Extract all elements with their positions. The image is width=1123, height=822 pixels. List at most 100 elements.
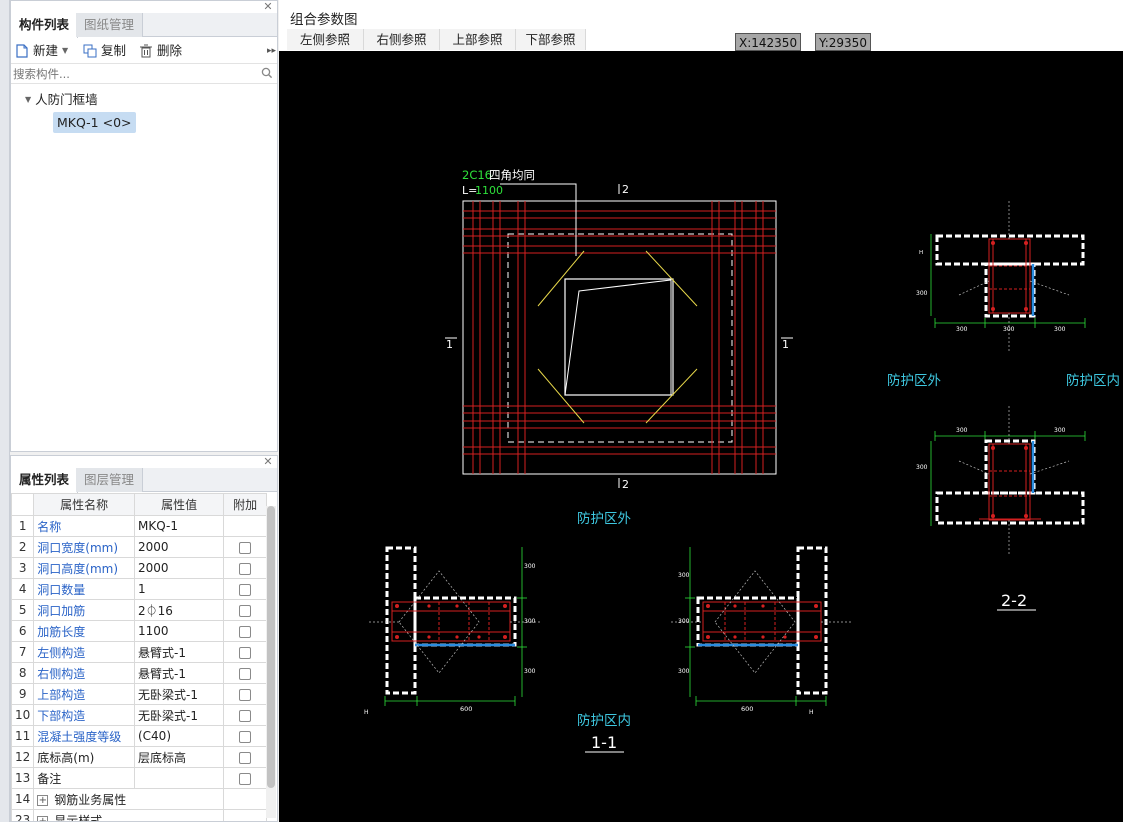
section-mark-1-left: 1 [446,338,453,351]
extra-checkbox[interactable] [239,541,252,554]
row-property-value[interactable]: 悬臂式-1 [133,662,225,684]
copy-button[interactable]: 复制 [83,42,126,60]
row-property-value[interactable]: 1 [133,578,225,600]
expand-icon[interactable]: + [37,815,49,821]
search-icon[interactable] [261,67,273,79]
row-extra[interactable] [223,746,267,768]
drawing-svg[interactable]: 2C16 四角均同 L= 1100 2 2 1 1 防护区外 [279,51,1123,822]
tab-left-reference[interactable]: 左侧参照 [287,29,364,50]
extra-checkbox[interactable] [239,730,252,743]
section-2-2-bottom: 300 300 300 2-2 [916,406,1086,611]
row-index: 8 [11,662,35,684]
row-property-value[interactable]: (C40) [133,725,225,747]
dropdown-arrow-icon[interactable]: ▼ [62,46,69,55]
row-property-name: 混凝土强度等级 [33,725,135,747]
close-icon[interactable]: ✕ [263,455,273,468]
row-property-name: 备注 [33,767,135,789]
scrollbar-thumb[interactable] [267,506,275,788]
delete-button[interactable]: 删除 [139,42,182,60]
extra-checkbox[interactable] [239,667,252,680]
row-extra[interactable] [223,599,267,621]
extra-checkbox[interactable] [239,772,252,785]
row-property-value[interactable]: 无卧梁式-1 [133,704,225,726]
extra-checkbox[interactable] [239,562,252,575]
row-extra[interactable] [223,725,267,747]
new-button[interactable]: 新建 ▼ [15,42,68,60]
row-property-value[interactable]: 悬臂式-1 [133,641,225,663]
table-row[interactable]: 23+显示样式 [11,809,267,821]
extra-checkbox[interactable] [239,646,252,659]
tab-bottom-reference[interactable]: 下部参照 [516,29,586,50]
tree-group-label: 人防门框墙 [35,92,98,107]
tab-drawing-manage[interactable]: 图纸管理 [76,13,144,37]
rebar-note-text: 2C16 [462,168,492,182]
tree-group-node[interactable]: ▼ 人防门框墙 [25,91,98,109]
coord-y-readout: Y:29350 [815,33,871,51]
header-index [11,493,35,516]
row-property-value[interactable]: 2⏀16 [133,599,225,621]
tab-right-reference[interactable]: 右侧参照 [364,29,440,50]
row-property-value[interactable]: 层底标高 [133,746,225,768]
tab-layer-manage[interactable]: 图层管理 [76,468,144,492]
row-property-value[interactable] [133,767,225,789]
row-extra[interactable] [223,536,267,558]
row-extra[interactable] [223,578,267,600]
property-scrollbar[interactable] [266,506,276,818]
row-group[interactable]: +显示样式 [33,809,225,821]
row-property-value[interactable]: 2000 [133,536,225,558]
row-extra[interactable] [223,662,267,684]
row-property-value[interactable]: 无卧梁式-1 [133,683,225,705]
extra-checkbox[interactable] [239,709,252,722]
close-icon[interactable]: ✕ [263,0,273,13]
row-extra[interactable] [223,515,267,537]
row-group[interactable]: +钢筋业务属性 [33,788,225,810]
row-extra[interactable] [223,704,267,726]
dim-300-j: 300 [1054,326,1066,333]
tab-component-list[interactable]: 构件列表 [11,13,79,38]
copy-button-label: 复制 [101,43,127,58]
extra-checkbox[interactable] [239,604,252,617]
tab-top-reference[interactable]: 上部参照 [440,29,516,50]
extra-checkbox[interactable] [239,751,252,764]
tree-collapse-icon[interactable]: ▼ [25,95,32,104]
rebar-note-suffix: 四角均同 [489,168,535,182]
row-extra[interactable] [223,767,267,789]
protection-inside-right-label: 防护区内 [1066,373,1120,389]
dim-h-2-2: H [919,250,923,256]
more-tools-icon[interactable]: ▸▸ [267,46,277,56]
tree-item-mkq-1[interactable]: MKQ-1 <0> [53,112,136,133]
row-property-value[interactable]: MKQ-1 [133,515,225,537]
extra-checkbox[interactable] [239,688,252,701]
table-row[interactable]: 14+钢筋业务属性 [11,788,267,810]
row-index: 4 [11,578,35,600]
drawing-canvas[interactable]: 2C16 四角均同 L= 1100 2 2 1 1 防护区外 [279,51,1123,822]
tab-property-list[interactable]: 属性列表 [11,468,79,493]
row-property-name: 加筋长度 [33,620,135,642]
search-input[interactable] [13,66,253,82]
row-property-name: 右侧构造 [33,662,135,684]
coord-x-readout: X:142350 [735,33,802,51]
row-property-value[interactable]: 1100 [133,620,225,642]
row-extra[interactable] [223,620,267,642]
row-extra[interactable] [223,683,267,705]
row-extra[interactable] [223,557,267,579]
row-extra[interactable] [223,641,267,663]
extra-checkbox[interactable] [239,583,252,596]
row-property-value[interactable]: 2000 [133,557,225,579]
header-extra: 附加 [223,493,267,516]
expand-icon[interactable]: + [37,794,49,806]
extra-checkbox[interactable] [239,625,252,638]
